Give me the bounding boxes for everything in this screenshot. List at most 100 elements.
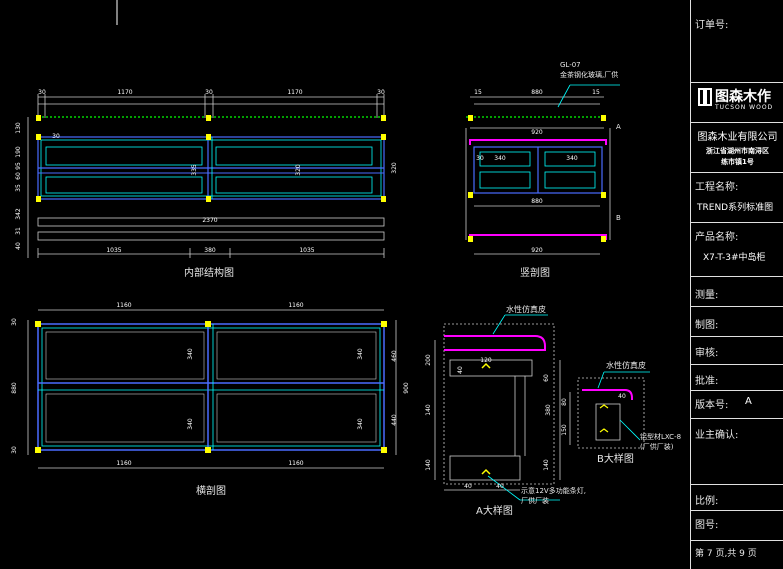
- dimension-label: 200: [425, 354, 432, 366]
- company-name: 图森木业有限公司: [697, 132, 778, 143]
- title-block-divider: [691, 336, 783, 337]
- dimension-label: 140: [425, 459, 432, 471]
- dimension-label: 1160: [116, 460, 131, 467]
- dimension-label: 1160: [288, 460, 303, 467]
- dimension-label: 342: [15, 208, 22, 220]
- dimension-label: 460: [391, 350, 398, 362]
- draw-label: 制图:: [695, 320, 719, 331]
- dimension-label: 40: [464, 483, 472, 490]
- product-value: X7-T-3#中岛柜: [703, 253, 766, 263]
- detail-a-view: [434, 314, 561, 501]
- order-no-label: 订单号:: [695, 20, 729, 31]
- dimension-label: 15: [592, 89, 600, 96]
- dimension-label: 15: [474, 89, 482, 96]
- dimension-label: 40: [15, 242, 22, 250]
- dimension-label: 140: [425, 404, 432, 416]
- detail-a-caption: A大样图: [476, 506, 513, 517]
- company-logo: 图森木作 TUCSON WOOD: [691, 82, 783, 120]
- drawing-no-label: 图号:: [695, 520, 719, 531]
- product-label: 产品名称:: [695, 232, 739, 243]
- dimension-label: 880: [531, 198, 543, 205]
- section-caption: 竖剖图: [520, 268, 550, 279]
- section-marker-b: B: [616, 214, 621, 222]
- cross-section-view: [27, 309, 397, 469]
- dimension-label: 190: [15, 146, 22, 158]
- version-value: A: [745, 396, 752, 407]
- title-block-divider: [691, 540, 783, 541]
- dimension-label: 880: [11, 382, 18, 394]
- logo-icon: [698, 88, 712, 106]
- logo-subtext: TUCSON WOOD: [715, 104, 774, 111]
- dimension-label: 31: [15, 227, 22, 235]
- version-label: 版本号:: [695, 400, 729, 411]
- dimension-label: 1035: [106, 247, 121, 254]
- dimension-label: 30: [38, 89, 46, 96]
- dimension-label: 880: [531, 89, 543, 96]
- title-block: 订单号: 图森木作 TUCSON WOOD 图森木业有限公司 浙江省湖州市南浔区…: [690, 0, 783, 569]
- dimension-label: 380: [204, 247, 216, 254]
- dimension-label: 95: [15, 162, 22, 170]
- dimension-label: 30: [377, 89, 385, 96]
- dimension-label: 140: [543, 459, 550, 471]
- dimension-label: 40: [457, 366, 464, 374]
- detail-a-light-note: 示意12V多功能条灯, 厂供厂装: [521, 487, 586, 505]
- detail-a-leather-note: 水性仿真皮: [506, 305, 546, 314]
- dimension-label: 1170: [287, 89, 302, 96]
- dimension-label: 340: [187, 418, 194, 430]
- dimension-label: 340: [566, 155, 578, 162]
- dimension-label: 920: [531, 247, 543, 254]
- dimension-label: 340: [357, 348, 364, 360]
- dimension-label: 30: [11, 318, 18, 326]
- review-label: 审核:: [695, 348, 719, 359]
- owner-confirm-label: 业主确认:: [695, 430, 739, 441]
- dimension-label: 120: [480, 357, 492, 364]
- dimension-label: 1160: [116, 302, 131, 309]
- dimension-label: 150: [561, 424, 568, 436]
- dimension-label: 340: [357, 418, 364, 430]
- scale-label: 比例:: [695, 496, 719, 507]
- dimension-label: 335: [191, 164, 198, 176]
- inner-structure-view: [27, 94, 386, 258]
- dimension-label: 30: [205, 89, 213, 96]
- section-marker-a: A: [616, 123, 621, 131]
- cross-section-caption: 横剖图: [196, 486, 226, 497]
- dimension-label: 920: [531, 129, 543, 136]
- project-value: TREND系列标准图: [697, 203, 774, 213]
- dimension-label: 40: [618, 393, 626, 400]
- dimension-label: 30: [52, 133, 60, 140]
- glass-note: GL-07 金茶钢化玻璃,厂供: [560, 61, 619, 79]
- dimension-label: 1170: [117, 89, 132, 96]
- approve-label: 批准:: [695, 376, 719, 387]
- survey-label: 测量:: [695, 290, 719, 301]
- dimension-label: 80: [561, 398, 568, 406]
- detail-b-leather-note: 水性仿真皮: [606, 361, 646, 370]
- title-block-divider: [691, 484, 783, 485]
- title-block-divider: [691, 510, 783, 511]
- page-indicator: 第 7 页,共 9 页: [695, 549, 757, 559]
- dimension-label: 340: [187, 348, 194, 360]
- dimension-label: 440: [391, 414, 398, 426]
- dimension-label: 30: [476, 155, 484, 162]
- dimension-label: 1160: [288, 302, 303, 309]
- dimension-label: 60: [543, 374, 550, 382]
- dimension-label: 900: [403, 382, 410, 394]
- inner-structure-caption: 内部结构图: [184, 268, 234, 279]
- dimension-label: 30: [11, 446, 18, 454]
- detail-b-caption: B大样图: [597, 454, 634, 465]
- detail-b-profile-note: 铝型材LXC-8 (厂供厂装): [640, 433, 682, 451]
- title-block-divider: [691, 172, 783, 173]
- title-block-divider: [691, 222, 783, 223]
- title-block-divider: [691, 82, 783, 83]
- dimension-label: 35: [15, 184, 22, 192]
- dimension-label: 320: [391, 162, 398, 174]
- company-address-line-1: 浙江省湖州市南浔区: [706, 147, 769, 155]
- section-view: [465, 84, 620, 255]
- dimension-label: 320: [295, 164, 302, 176]
- title-block-divider: [691, 122, 783, 123]
- dimension-label: 60: [15, 172, 22, 180]
- title-block-divider: [691, 276, 783, 277]
- title-block-divider: [691, 306, 783, 307]
- title-block-divider: [691, 390, 783, 391]
